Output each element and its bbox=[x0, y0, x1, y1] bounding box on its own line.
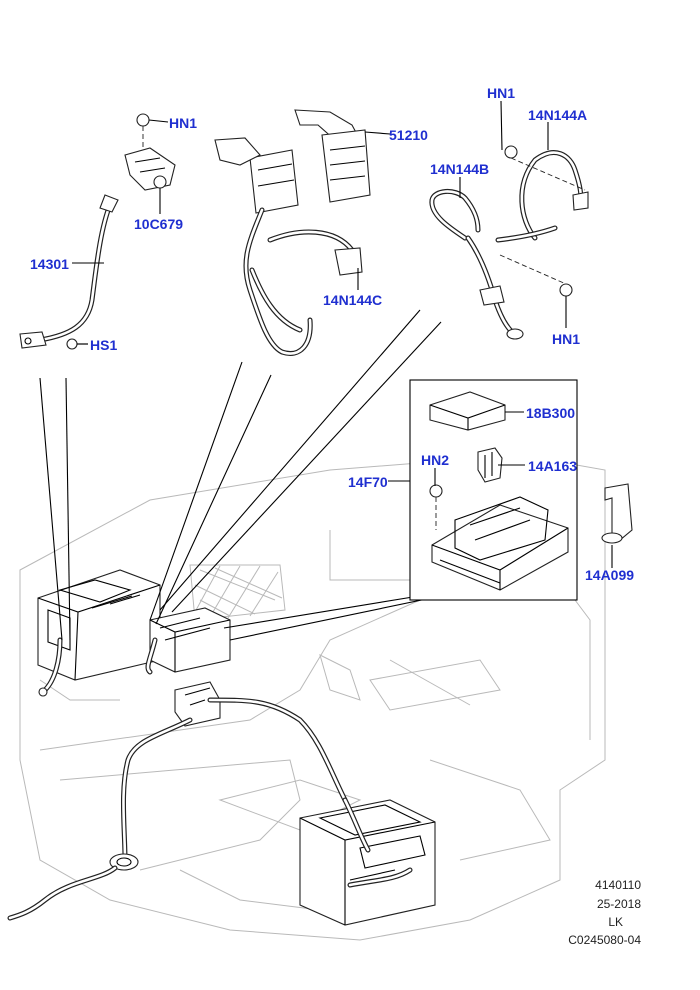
reference-number: 4140110 bbox=[595, 878, 641, 892]
callout-14f70[interactable]: 14F70 bbox=[348, 474, 388, 490]
connector-10C679 bbox=[124, 113, 176, 191]
callout-10c679[interactable]: 10C679 bbox=[134, 216, 184, 232]
cables-14N144 bbox=[429, 145, 589, 340]
reference-date: 25-2018 bbox=[596, 897, 641, 911]
leader-lines bbox=[39, 309, 461, 641]
callout-hn1-top[interactable]: HN1 bbox=[169, 115, 198, 131]
callout-leaders bbox=[72, 100, 613, 568]
fuse-box-inset bbox=[409, 379, 578, 601]
callout-14n144b[interactable]: 14N144B bbox=[430, 161, 490, 177]
callout-14n144a[interactable]: 14N144A bbox=[528, 107, 588, 123]
reference-code: C0245080-04 bbox=[568, 933, 641, 947]
reference-initials: LK bbox=[608, 915, 623, 929]
callout-hn1-right[interactable]: HN1 bbox=[487, 85, 516, 101]
callout-14301[interactable]: 14301 bbox=[30, 256, 69, 272]
rear-battery bbox=[299, 797, 436, 926]
callout-14n144c[interactable]: 14N144C bbox=[323, 292, 383, 308]
cable-14301 bbox=[19, 194, 119, 350]
callout-51210[interactable]: 51210 bbox=[389, 127, 428, 143]
callout-hs1[interactable]: HS1 bbox=[90, 337, 118, 353]
callout-14a099[interactable]: 14A099 bbox=[585, 567, 635, 583]
front-battery bbox=[37, 569, 161, 697]
installed-fuse-box bbox=[7, 607, 348, 921]
callout-14a163[interactable]: 14A163 bbox=[528, 458, 578, 474]
callout-hn1-lower[interactable]: HN1 bbox=[552, 331, 581, 347]
clip-14A099 bbox=[601, 483, 633, 544]
callout-18b300[interactable]: 18B300 bbox=[526, 405, 576, 421]
callout-hn2[interactable]: HN2 bbox=[421, 452, 450, 468]
junction-block-51210 bbox=[214, 109, 371, 356]
